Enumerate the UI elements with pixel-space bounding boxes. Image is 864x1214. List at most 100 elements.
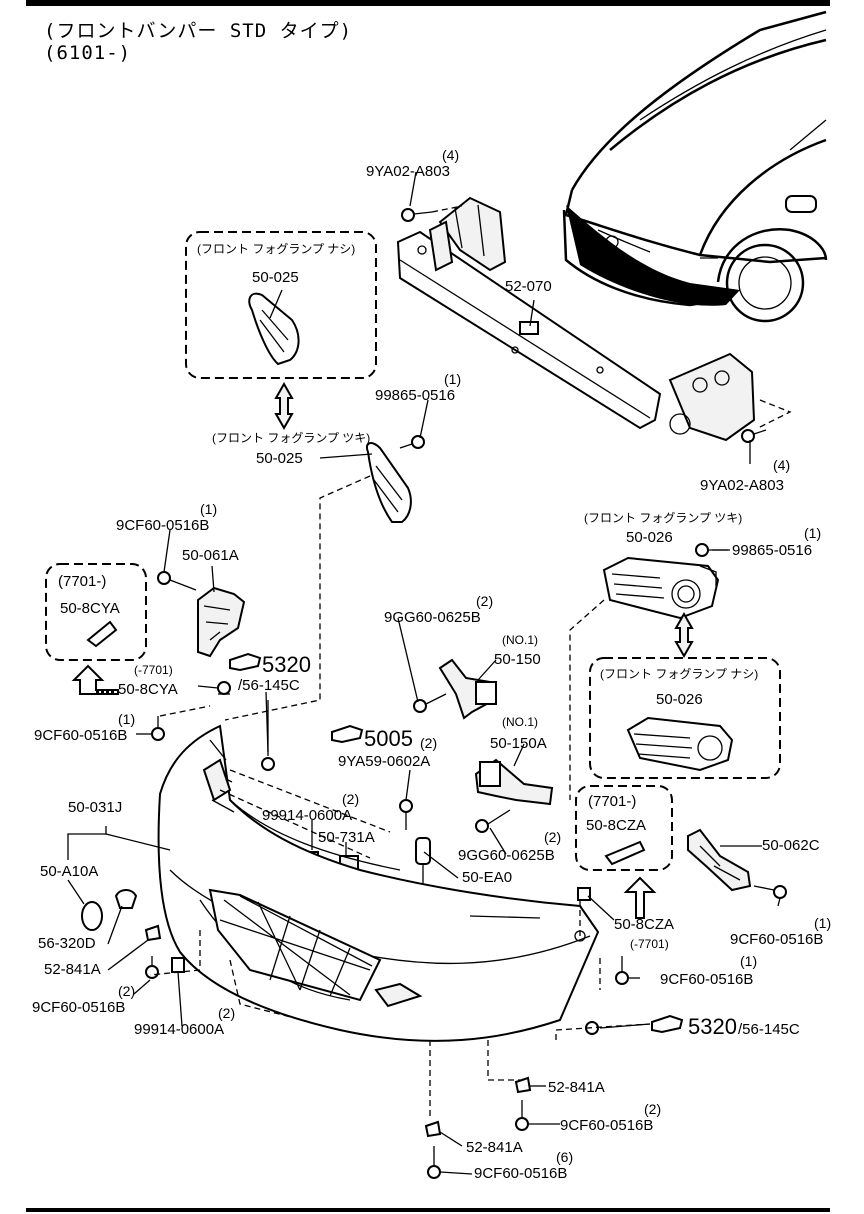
diagram-serial-range: (6101-) (44, 42, 132, 64)
leader-dashed (569, 599, 605, 800)
leader-dashed-group (149, 705, 651, 1120)
part-number-label: 50-150A (490, 735, 547, 752)
vehicle-illustration (562, 10, 828, 323)
retainer-clip-icon (415, 837, 431, 890)
clip-icon (577, 887, 591, 901)
reference-sub: /56-145C (238, 677, 300, 694)
clip-icon (86, 620, 118, 648)
bracket-center-lower (474, 758, 554, 806)
qty-label: (6) (556, 1149, 573, 1165)
reference-sub: /56-145C (738, 1021, 800, 1038)
part-number-label: 9CF60-0516B (32, 999, 125, 1016)
qty-label: (1) (740, 953, 757, 969)
condition-7701-box-left (45, 563, 147, 661)
part-number-label: 56-320D (38, 935, 96, 952)
part-number-label: 50-8CZA (586, 817, 646, 834)
part-number-label: 99914-0600A (262, 807, 352, 824)
bolt-icon (615, 956, 629, 985)
part-number-label: 9CF60-0516B (560, 1117, 653, 1134)
bolt-icon (475, 809, 511, 833)
box-title: (7701-) (588, 793, 636, 810)
variant-note: (-7701) (630, 937, 669, 951)
bolt-icon (157, 571, 197, 591)
part-number-label: 9YA02-A803 (700, 477, 784, 494)
bottom-border (26, 1208, 830, 1212)
clip-icon (171, 957, 185, 973)
labels: (4) 9YA02-A803 52-070 (フロント フォグランプ ナシ) 5… (32, 147, 831, 1182)
clip-icon (604, 840, 646, 866)
bolt-icon (515, 1100, 529, 1131)
nut-icon (424, 1120, 442, 1138)
part-number-label: 50-150 (494, 651, 541, 668)
fog-bezel-right-plain (626, 716, 734, 772)
bolt-icon (427, 1146, 441, 1179)
hand-pointer-icon (229, 652, 262, 672)
fog-lamp-none-box-right (589, 657, 781, 779)
part-number-label: 50-031J (68, 799, 122, 816)
bumper-reinforcement-beam (396, 196, 756, 442)
bolt-icon (399, 435, 425, 449)
bracket-center-upper (438, 658, 497, 720)
variant-note: (フロント フォグランプ ツキ) (584, 511, 742, 525)
hand-pointer-icon (651, 1014, 684, 1034)
box-title: (フロント フォグランプ ナシ) (197, 242, 355, 256)
variant-note: (フロント フォグランプ ツキ) (212, 431, 370, 445)
part-number-label: 50-731A (318, 829, 375, 846)
part-number-label: 52-841A (548, 1079, 605, 1096)
fog-bezel-right-with-fog (602, 556, 720, 620)
fog-lamp-none-box-left (185, 231, 377, 379)
part-number-label: 9YA59-0602A (338, 753, 430, 770)
box-title: (フロント フォグランプ ナシ) (600, 667, 758, 681)
reference-number: 5320 (688, 1014, 737, 1039)
part-number-label: 50-061A (182, 547, 239, 564)
part-number-label: 50-025 (252, 269, 299, 286)
part-number-label: 50-A10A (40, 863, 98, 880)
part-number-label: 50-8CYA (118, 681, 178, 698)
leader-dashed (224, 475, 371, 721)
part-number-label: 50-8CZA (614, 916, 674, 933)
part-number-label: 9CF60-0516B (34, 727, 127, 744)
clip-icon (217, 681, 231, 695)
nut-icon (514, 1076, 532, 1094)
part-number-label: 50-026 (656, 691, 703, 708)
part-number-label: 9YA02-A803 (366, 163, 450, 180)
part-number-label: 50-EA0 (462, 869, 512, 886)
qty-label: (4) (773, 457, 790, 473)
qty-label: (1) (200, 501, 217, 517)
part-number-label: 52-841A (44, 961, 101, 978)
hollow-arrow-icon (623, 876, 657, 919)
bolt-icon (151, 716, 165, 741)
part-number-label: 52-841A (466, 1139, 523, 1156)
qty-label: (4) (442, 147, 459, 163)
part-number-label: 9CF60-0516B (660, 971, 753, 988)
nut-icon (144, 924, 162, 942)
qty-label: (1) (118, 711, 135, 727)
part-number-label: 99865-0516 (732, 542, 812, 559)
clip-icon (261, 700, 275, 771)
bolt-icon (741, 399, 792, 443)
part-number-label: 9GG60-0625B (384, 609, 481, 626)
part-number-label: 9CF60-0516B (116, 517, 209, 534)
bracket-fog-lower (114, 889, 138, 909)
fog-bezel-left-with-fog (366, 442, 412, 523)
front-bumper-fascia (157, 724, 600, 1042)
part-number-label: 99914-0600A (134, 1021, 224, 1038)
qty-label: (2) (644, 1101, 661, 1117)
condition-7701-box-right (575, 785, 673, 871)
qty-label: (1) (814, 915, 831, 931)
diagram-title: (フロントバンパー STD タイプ) (44, 20, 353, 42)
part-number-label: 9CF60-0516B (474, 1165, 567, 1182)
variant-note: (-7701) (134, 663, 173, 677)
bolt-icon (401, 205, 463, 222)
top-border (26, 0, 830, 6)
bracket-right-lower (687, 828, 752, 892)
double-arrow-icon (674, 611, 694, 659)
qty-label: (1) (804, 525, 821, 541)
part-number-label: 50-025 (256, 450, 303, 467)
qty-label: (2) (544, 829, 561, 845)
screw-icon (399, 799, 413, 830)
part-number-label: 99865-0516 (375, 387, 455, 404)
part-number-label: 50-8CYA (60, 600, 120, 617)
qty-label: (2) (218, 1005, 235, 1021)
